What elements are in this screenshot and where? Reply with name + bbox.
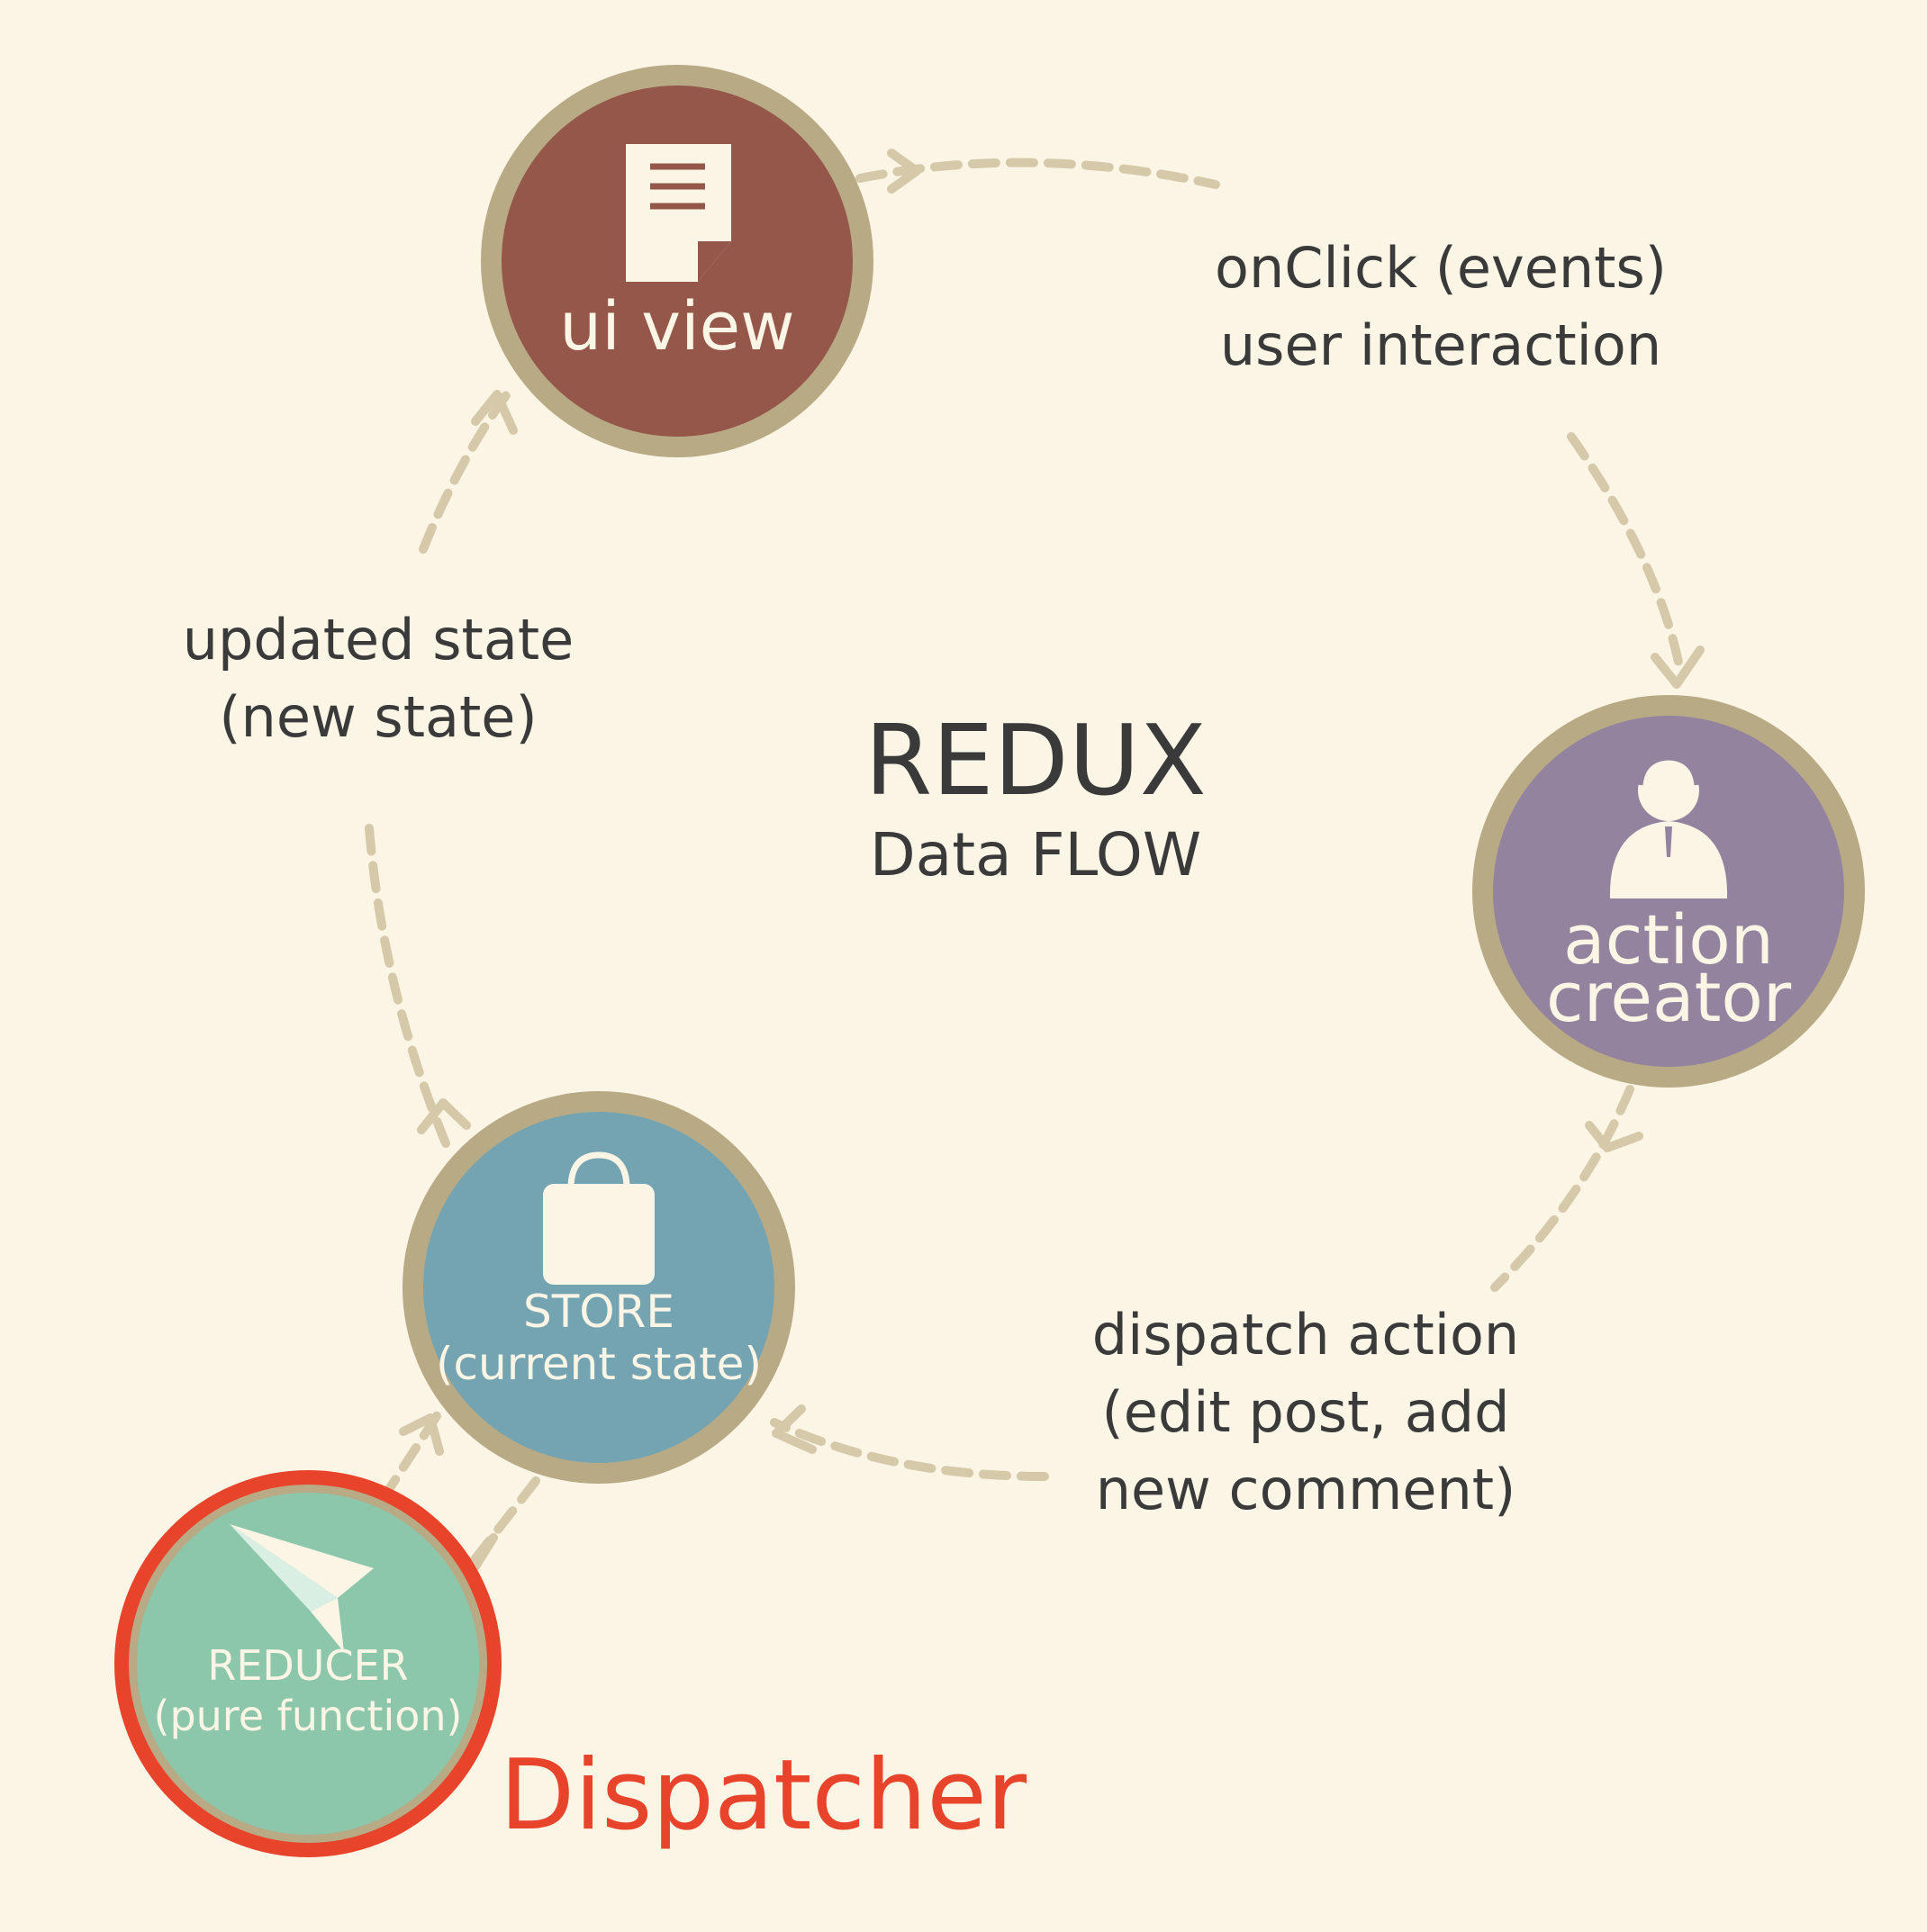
ui-view-label: ui view <box>559 288 795 366</box>
action-creator-node <box>1472 695 1865 1088</box>
document-icon <box>626 144 731 282</box>
reducer-label: REDUCER (pure function) <box>141 1640 475 1741</box>
store-label: STORE (current state) <box>428 1286 770 1390</box>
dispatch-line1: dispatch action <box>1091 1302 1520 1368</box>
diagram-subtitle: Data FLOW <box>869 820 1202 889</box>
events-label: onClick (events) user interaction <box>1153 230 1729 384</box>
store-node <box>403 1091 795 1484</box>
store-line2: (current state) <box>436 1338 762 1390</box>
dispatcher-annotation: Dispatcher <box>500 1739 1027 1852</box>
dispatch-label: dispatch action (edit post, add new comm… <box>1036 1296 1576 1529</box>
arrow-updated-to-view <box>419 387 513 554</box>
dispatch-line2: (edit post, add <box>1101 1379 1510 1445</box>
arrowhead-3 <box>1585 1121 1643 1152</box>
events-line2: user interaction <box>1219 312 1662 378</box>
paper-plane-icon <box>230 1524 374 1652</box>
arrowhead-1 <box>887 149 921 194</box>
updated-line2: (new state) <box>219 684 538 750</box>
action-creator-label: action creator <box>1497 899 1840 1037</box>
diagram-title: REDUX <box>864 705 1207 817</box>
shopping-bag-icon <box>543 1151 655 1285</box>
store-line1: STORE <box>523 1286 674 1338</box>
events-line1: onClick (events) <box>1215 235 1667 301</box>
ui-view-node <box>481 65 873 457</box>
dispatch-line3: new comment) <box>1095 1457 1516 1522</box>
arrowhead-7 <box>417 1098 471 1134</box>
reducer-line2: (pure function) <box>153 1692 463 1740</box>
arrow-dispatch-to-store <box>770 1418 1049 1481</box>
arrowhead-2 <box>1651 646 1705 689</box>
reducer-node <box>114 1470 502 1857</box>
updated-state-label: updated state (new state) <box>135 601 621 756</box>
arrowhead-8 <box>471 390 518 435</box>
updated-line1: updated state <box>182 607 574 673</box>
action-creator-line1: action <box>1563 899 1774 980</box>
arrow-action-to-dispatch <box>1490 1085 1634 1292</box>
dispatcher-highlight-ring <box>114 1470 502 1857</box>
arrow-events-to-action <box>1567 432 1684 671</box>
arrow-view-to-events <box>855 158 1220 189</box>
arrowhead-4 <box>772 1404 817 1454</box>
person-icon <box>1609 755 1728 898</box>
arrow-store-to-updated <box>365 824 450 1148</box>
arrowhead-6 <box>399 1413 444 1456</box>
action-creator-line2: creator <box>1545 957 1792 1037</box>
reducer-line1: REDUCER <box>207 1641 409 1690</box>
